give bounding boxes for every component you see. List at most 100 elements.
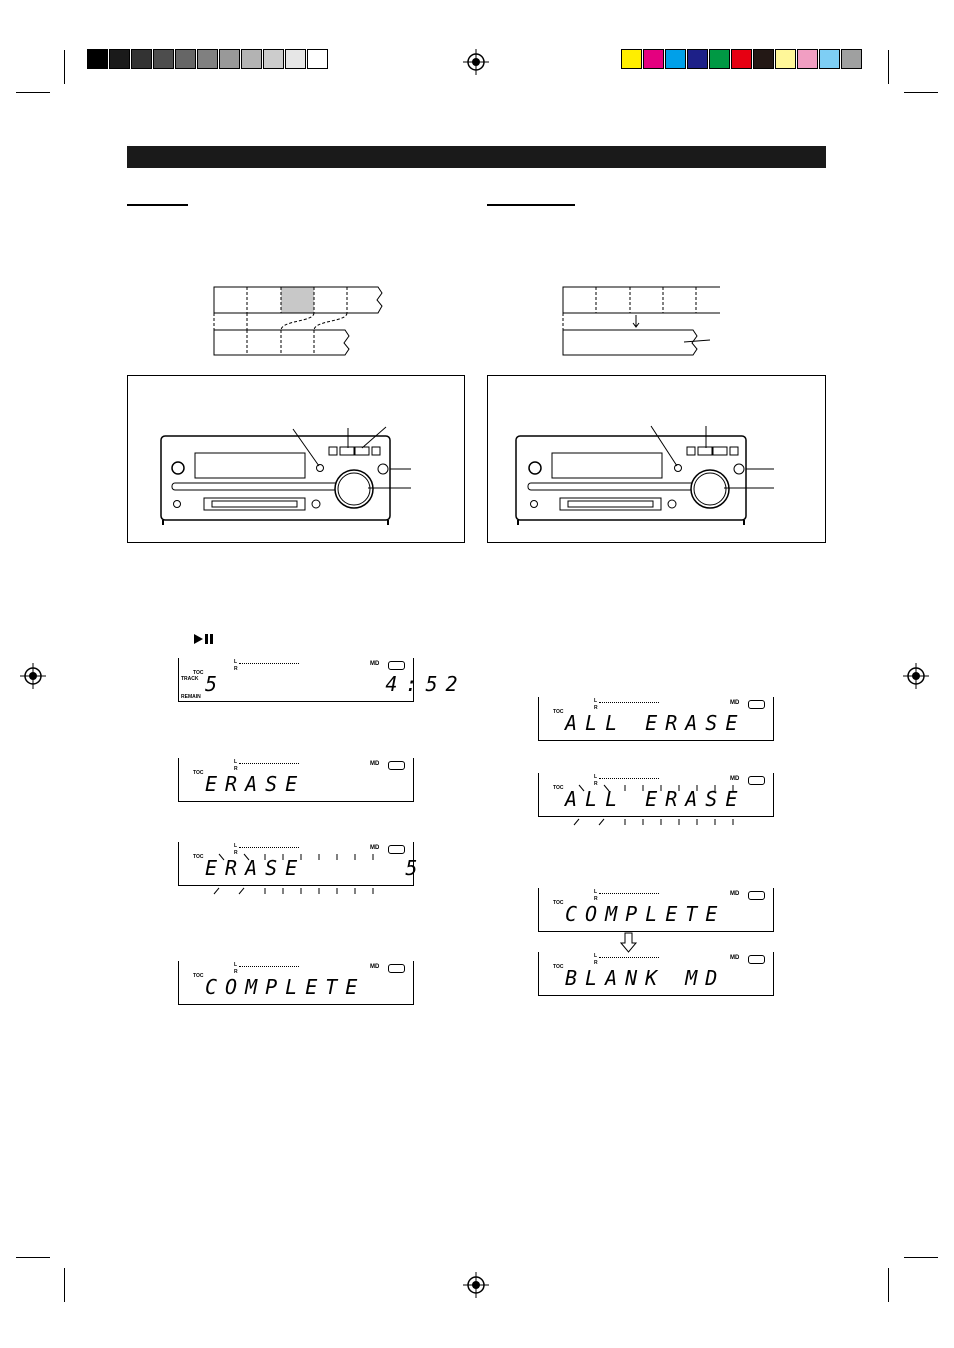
minidisc-unit-icon [160,426,411,525]
level-meter [239,663,299,665]
level-meter [239,847,299,849]
meter-r-label: R [234,666,238,672]
disc-icon [388,761,405,770]
gray-swatch [153,49,174,69]
level-meter [599,957,659,959]
lcd-main-text: COMPLETE [565,902,726,926]
section-header-bar [127,146,826,168]
play-pause-icon [194,634,213,644]
meter-r-label: R [594,705,598,711]
meter-l-label: L [594,698,598,704]
color-swatch [753,49,774,69]
gray-swatch [307,49,328,69]
registration-mark-icon [463,1272,489,1298]
lcd-main-text: COMPLETE [205,975,366,999]
all-erase-diagram [562,286,720,356]
disc-icon [388,661,405,670]
lcd-indicator-label: TOC [553,709,564,715]
meter-l-label: L [234,962,238,968]
gray-swatch [241,49,262,69]
gray-swatch [285,49,306,69]
color-swatch [731,49,752,69]
left-unit-illustration-panel [127,375,465,543]
blink-indicator-icon [213,853,374,895]
right-section-heading-underline [487,204,575,206]
gray-swatch [87,49,108,69]
md-indicator: MD [370,761,380,767]
registration-mark-icon [20,663,46,689]
crop-mark [904,1257,938,1258]
lcd-main-text: 5 4:52 [205,672,466,696]
disc-icon [388,845,405,854]
md-indicator: MD [730,891,740,897]
level-meter [239,966,299,968]
lcd-indicator-label: TOC [553,900,564,906]
crop-mark [64,50,65,84]
level-meter [599,893,659,895]
md-indicator: MD [730,955,740,961]
md-indicator: MD [370,845,380,851]
md-indicator: MD [730,776,740,782]
color-swatch [665,49,686,69]
md-indicator: MD [370,964,380,970]
lcd-main-text: ERASE 5 [205,856,426,880]
crop-mark [16,1257,50,1258]
crop-mark [64,1268,65,1302]
meter-l-label: L [594,774,598,780]
lcd-main-text: ALL ERASE [565,711,746,735]
color-swatch [819,49,840,69]
lcd-main-text: ERASE [205,772,306,796]
level-meter [599,702,659,704]
lcd-indicator-label: TOC [193,854,204,860]
lcd-indicator-label: TRACK [181,676,199,682]
blink-indicator-icon [573,784,734,826]
lcd-indicator-label: TOC [553,785,564,791]
disc-icon [748,955,765,964]
crop-mark [16,92,50,93]
track-erase-diagram [213,286,383,356]
meter-l-label: L [234,843,238,849]
registration-mark-icon [903,663,929,689]
crop-mark [888,1268,889,1302]
gray-swatch [175,49,196,69]
lcd-indicator-label: REMAIN [181,694,201,700]
disc-icon [748,700,765,709]
level-meter [239,763,299,765]
lcd-indicator-label: TOC [193,973,204,979]
left-section-heading-underline [127,204,188,206]
meter-r-label: R [594,781,598,787]
meter-l-label: L [234,759,238,765]
gray-swatch [197,49,218,69]
lcd-main-text: BLANK MD [565,966,726,990]
gray-swatch [131,49,152,69]
lcd-indicator-label: TOC [553,964,564,970]
md-indicator: MD [730,700,740,706]
gray-swatch [109,49,130,69]
meter-l-label: L [234,659,238,665]
gray-swatch [219,49,240,69]
meter-l-label: L [594,953,598,959]
lcd-indicator-label: TOC [193,670,204,676]
color-swatch [643,49,664,69]
color-swatch [841,49,862,69]
meter-r-label: R [594,896,598,902]
meter-r-label: R [234,969,238,975]
lcd-indicator-label: TOC [193,770,204,776]
color-swatch [797,49,818,69]
meter-r-label: R [234,766,238,772]
registration-mark-icon [463,49,489,75]
disc-icon [748,891,765,900]
disc-icon [388,964,405,973]
meter-r-label: R [594,960,598,966]
minidisc-unit-icon [515,425,774,525]
meter-r-label: R [234,850,238,856]
disc-icon [748,776,765,785]
crop-mark [888,50,889,84]
